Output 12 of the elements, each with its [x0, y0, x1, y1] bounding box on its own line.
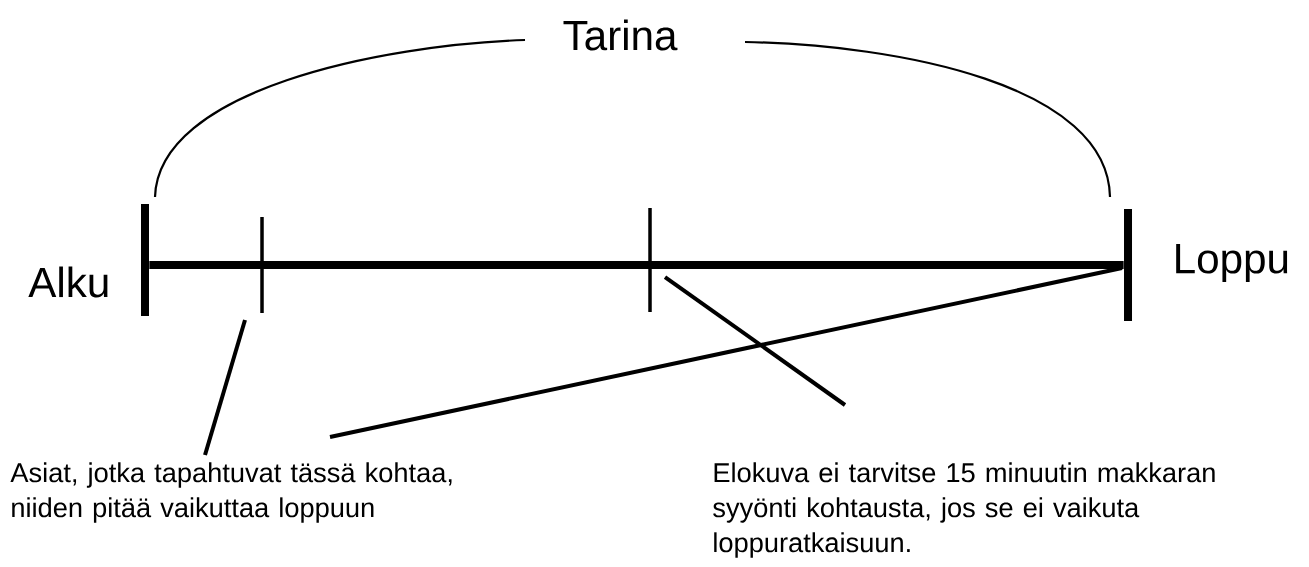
tick-mark [1124, 209, 1132, 321]
start-label: Alku [28, 266, 108, 298]
leader-line [663, 275, 847, 407]
tick-mark [141, 204, 149, 316]
note-text: Elokuva ei tarvitse 15 minuutin makkaran syyönti kohtausta, jos se ei vaikuta loppuratkaisuun. [713, 462, 1215, 558]
tick-mark [648, 208, 652, 312]
title-text: Tarina [563, 19, 678, 51]
end-label: Loppu [1176, 244, 1288, 282]
note-text: Asiat, jotka tapahtuvat tässä kohtaa, niiden pitää vaikuttaa loppuun [10, 462, 452, 523]
leader-line [329, 266, 1123, 439]
tick-mark [260, 217, 264, 313]
leader-line [203, 319, 247, 456]
